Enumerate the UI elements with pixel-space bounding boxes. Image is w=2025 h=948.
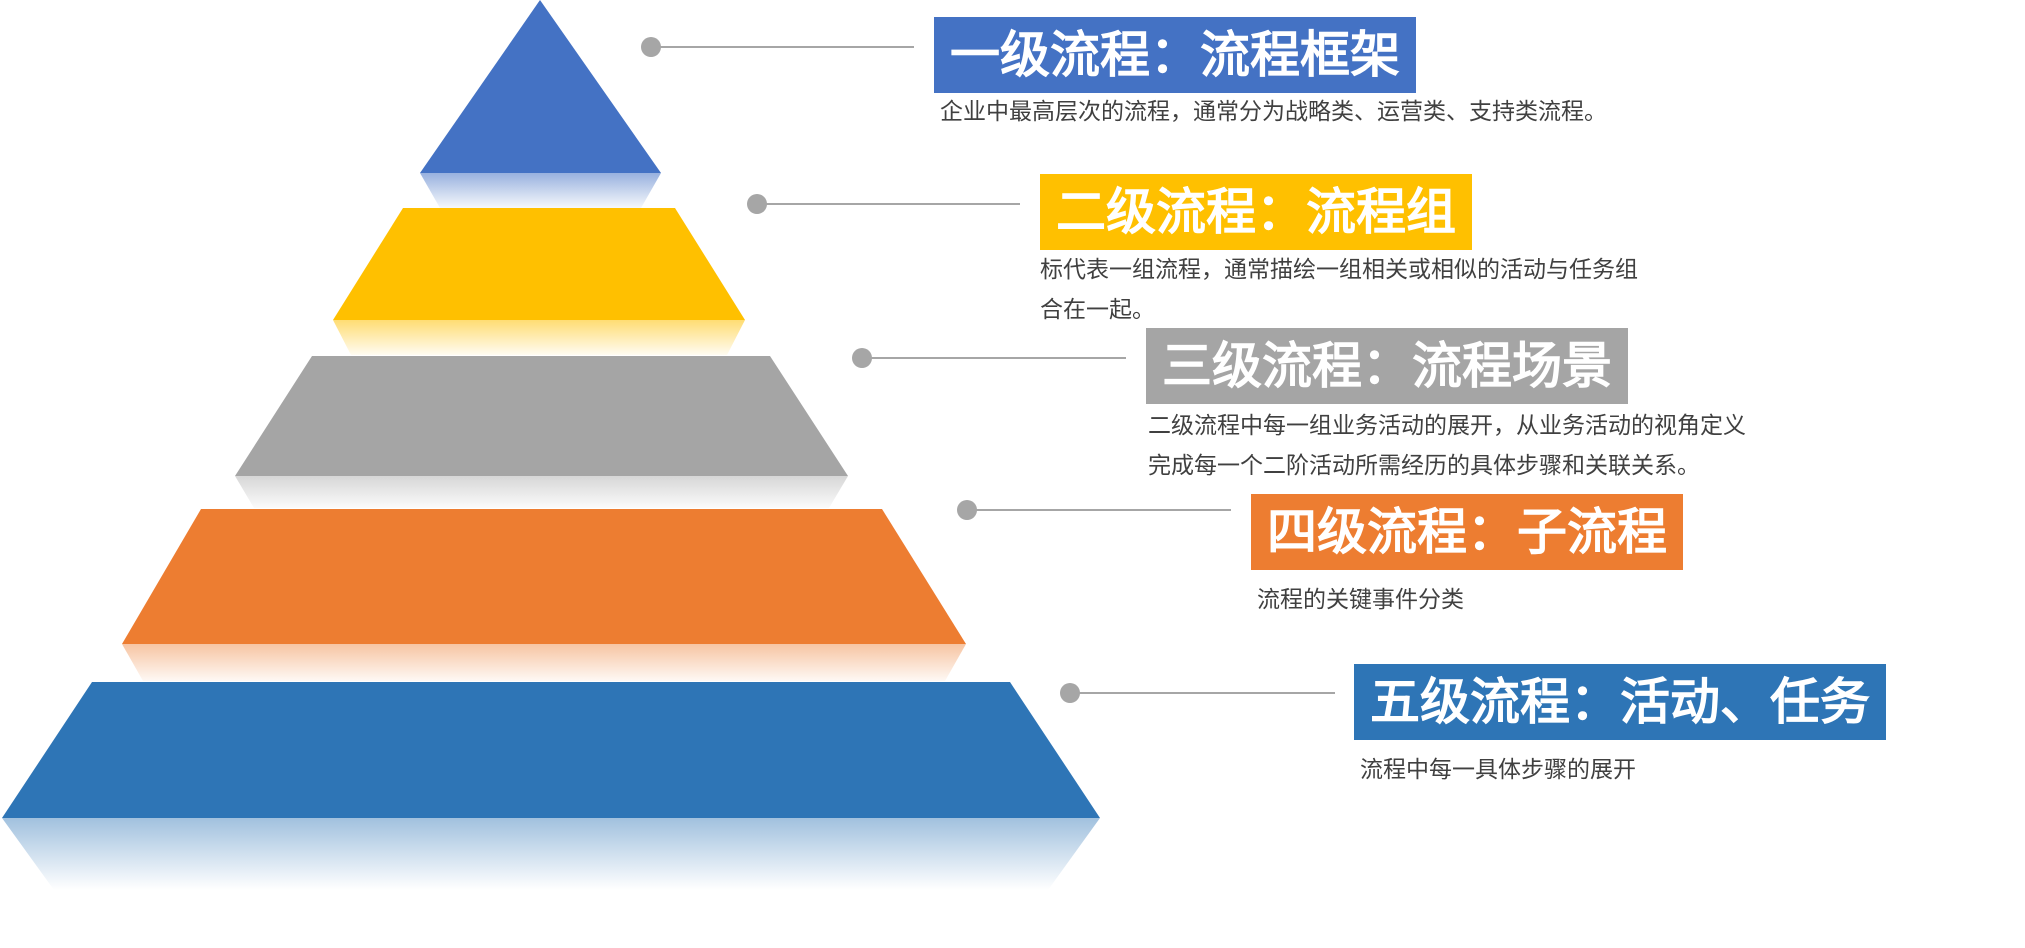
pyramid-level-5-reflection (2, 818, 1100, 890)
connector-4 (957, 500, 1231, 520)
level-2-title: 二级流程：流程组 (1040, 174, 1472, 250)
pyramid-level-4-shape (122, 509, 966, 644)
level-4-title: 四级流程：子流程 (1251, 494, 1683, 570)
level-5-title: 五级流程：活动、任务 (1354, 664, 1886, 740)
connector-2 (747, 194, 1020, 214)
level-1-desc-line-1: 企业中最高层次的流程，通常分为战略类、运营类、支持类流程。 (940, 99, 1607, 125)
connector-1 (641, 37, 914, 57)
pyramid-level-3-reflection (235, 476, 848, 508)
connector-3-dot (852, 348, 872, 368)
pyramid-level-3 (235, 356, 848, 508)
pyramid-level-2 (333, 208, 745, 355)
pyramid-level-5 (2, 682, 1100, 890)
connector-4-dot (957, 500, 977, 520)
level-5-desc-line-1: 流程中每一具体步骤的展开 (1360, 757, 1636, 783)
level-3-desc-line-2: 完成每一个二阶活动所需经历的具体步骤和关联关系。 (1148, 453, 1700, 479)
level-1-desc: 企业中最高层次的流程，通常分为战略类、运营类、支持类流程。 (940, 92, 1607, 132)
connector-3 (852, 348, 1126, 368)
level-2-desc-line-2: 合在一起。 (1040, 297, 1155, 323)
connector-2-dot (747, 194, 767, 214)
level-3-desc-line-1: 二级流程中每一组业务活动的展开，从业务活动的视角定义 (1148, 413, 1746, 439)
pyramid-level-2-shape (333, 208, 745, 320)
level-3-title: 三级流程：流程场景 (1146, 328, 1628, 404)
pyramid-level-4-reflection (122, 644, 966, 681)
connector-5-dot (1060, 683, 1080, 703)
pyramid-level-4 (122, 509, 966, 681)
pyramid-level-1-shape (420, 0, 661, 173)
connector-1-dot (641, 37, 661, 57)
pyramid-level-1-reflection (420, 173, 661, 208)
level-1-title: 一级流程：流程框架 (934, 17, 1416, 93)
level-4-desc: 流程的关键事件分类 (1257, 580, 1464, 620)
pyramid-level-1 (420, 0, 661, 208)
pyramid-level-2-reflection (333, 320, 745, 355)
level-2-desc-line-1: 标代表一组流程，通常描绘一组相关或相似的活动与任务组 (1040, 257, 1638, 283)
pyramid-level-5-shape (2, 682, 1100, 818)
level-5-desc: 流程中每一具体步骤的展开 (1360, 750, 1636, 790)
level-2-desc: 标代表一组流程，通常描绘一组相关或相似的活动与任务组 合在一起。 (1040, 250, 1638, 330)
connector-5 (1060, 683, 1335, 703)
level-3-desc: 二级流程中每一组业务活动的展开，从业务活动的视角定义 完成每一个二阶活动所需经历… (1148, 406, 1746, 486)
pyramid-level-3-shape (235, 356, 848, 476)
level-4-desc-line-1: 流程的关键事件分类 (1257, 587, 1464, 613)
